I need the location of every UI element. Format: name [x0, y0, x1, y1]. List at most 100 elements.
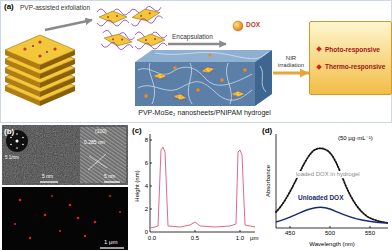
irradiation-arrow [273, 72, 309, 75]
tem-image [16, 133, 18, 135]
hydrogel-slab [260, 66, 266, 92]
height-profile-chart [150, 134, 151, 232]
scale-label: 5 nm [104, 174, 115, 180]
tick-label: 0.5 [191, 235, 199, 242]
edge-label: NIR irradiation [273, 55, 309, 69]
afm-image [109, 195, 111, 197]
hydrogel-slab [144, 94, 148, 98]
hydrogel-slab [172, 92, 188, 102]
hydrogel-slab [188, 63, 192, 104]
step-label: PVP-assisted exfoliation [20, 4, 90, 11]
absorbance-chart [370, 226, 371, 228]
afm-image [84, 235, 86, 237]
absorbance-chart [276, 228, 388, 229]
hydrogel-slab [138, 67, 252, 85]
hydrogel-slab [231, 90, 245, 98]
hydrogel-caption: PVP-MoSe₂ nanosheets/PNIPAM hydrogel [138, 109, 271, 117]
afm-image [51, 195, 53, 197]
afm-image [14, 223, 16, 225]
figure-panel: (a)PVP-MoSe₂ nanosheets/PNIPAM hydrogelP… [0, 0, 392, 123]
hydrogel-slab [243, 68, 247, 72]
tem-image [89, 156, 107, 168]
tem-image [22, 137, 24, 139]
height-profile-chart [150, 209, 152, 210]
response-box: Photo-responsiveThermo-responsive [309, 21, 392, 95]
afm-image [2, 187, 128, 250]
tem-image [2, 125, 128, 185]
afm-image [94, 221, 97, 224]
tick-label: 2 [145, 206, 148, 213]
hydrogel-slab [155, 52, 268, 59]
hydrogel-slab [226, 63, 231, 104]
tick-label: 8 [145, 137, 148, 144]
hydrogel-slab [220, 78, 224, 82]
tem-image [80, 127, 126, 183]
height-profile-chart [195, 230, 196, 232]
step-label: Encapsulation [172, 33, 213, 40]
panel-letter: (b) [4, 127, 14, 136]
absorbance-chart [276, 134, 388, 228]
tem-image [80, 127, 126, 183]
hydrogel-slab [209, 54, 212, 57]
nanosheet-cluster [97, 4, 167, 51]
afm-image [19, 199, 22, 202]
tem-image [10, 137, 12, 139]
curve-label: loaded DOX in hydrogel [296, 171, 360, 178]
scale-label: 1 μm [104, 239, 117, 246]
tem-image [40, 181, 58, 182]
afm-image [29, 237, 31, 239]
tem-image [10, 144, 12, 146]
panel-letter: (c) [132, 126, 142, 135]
afm-image [77, 217, 80, 220]
nanosheet-cluster [101, 30, 135, 51]
axis-title: Wavelength (nm) [309, 241, 354, 248]
nanosheet-cluster [97, 9, 129, 26]
hydrogel-slab [196, 88, 200, 92]
absorbance-chart [290, 226, 370, 228]
curve-label: Unloaded DOX [298, 194, 344, 201]
scale-label: 5 nm [42, 174, 53, 180]
tick-label: 6 [145, 160, 148, 167]
absorbance-chart [276, 207, 388, 223]
axis-unit: μm [250, 235, 258, 242]
process-arrow [168, 43, 226, 46]
hydrogel-slab [200, 65, 216, 75]
mose2-crystal [5, 35, 75, 70]
height-profile-chart [150, 140, 152, 141]
afm-image [69, 204, 72, 207]
hydrogel-slab [138, 82, 252, 101]
tick-label: 4 [145, 183, 148, 190]
absorbance-chart [276, 134, 277, 228]
hydrogel-slab [149, 63, 154, 104]
nanosheet-cluster [135, 32, 167, 49]
tem-image [16, 147, 18, 149]
tem-image [16, 140, 19, 143]
absorbance-chart [330, 226, 331, 228]
hydrogel-slab [135, 62, 255, 106]
tick-label: 0.0 [148, 235, 156, 242]
tem-image [88, 154, 106, 170]
axis-title: Absorbance [265, 165, 272, 197]
height-profile-chart [150, 140, 240, 232]
mose2-crystal [5, 35, 75, 106]
plane-label: (100) [95, 129, 107, 135]
axis-title: Height (nm) [134, 170, 141, 201]
tem-image [2, 125, 128, 185]
afm-image [2, 187, 128, 250]
hydrogel-slab [135, 50, 272, 106]
hydrogel-slab [138, 52, 268, 104]
process-arrow [45, 20, 92, 30]
height-profile-chart [240, 230, 241, 232]
height-profile-chart [150, 163, 152, 164]
afm-image [14, 195, 121, 239]
afm-image [119, 211, 121, 213]
afm-image [44, 214, 47, 217]
height-profile-chart [150, 134, 255, 232]
tem-image [22, 144, 24, 146]
height-profile-chart [150, 147, 255, 228]
property-label: Thermo-responsive [316, 63, 385, 70]
afm-image [59, 230, 61, 232]
absorbance-chart [290, 226, 291, 228]
tick-label: 550 [365, 230, 375, 237]
hydrogel-block: PVP-MoSe₂ nanosheets/PNIPAM hydrogel [136, 51, 273, 107]
